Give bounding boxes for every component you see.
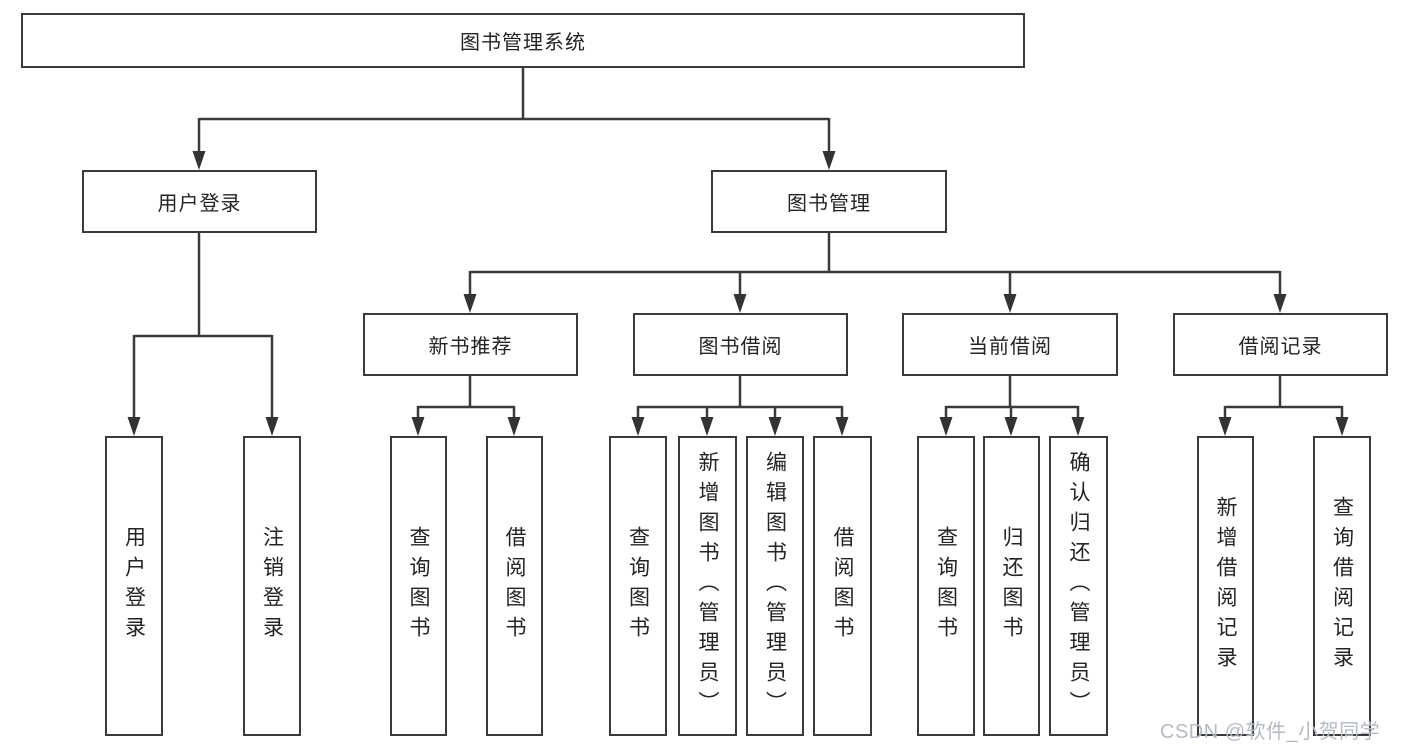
leaf-query-borrow-record: 查询借阅记录: [1313, 436, 1371, 736]
leaf-edit-book-admin-label: 编辑图书（管理员）: [763, 451, 787, 721]
leaf-logout-label: 注销登录: [260, 526, 284, 646]
node-book-management: 图书管理: [711, 170, 947, 233]
leaf-borrow-books-recommend-label: 借阅图书: [503, 526, 526, 646]
leaf-query-books-current-label: 查询图书: [934, 526, 958, 646]
leaf-user-login: 用户登录: [105, 436, 163, 736]
watermark: CSDN @软件_小贺同学: [1160, 721, 1381, 743]
leaf-query-books-recommend: 查询图书: [390, 436, 447, 736]
node-borrow-records: 借阅记录: [1173, 313, 1388, 376]
leaf-add-book-admin-label: 新增图书（管理员）: [696, 451, 719, 721]
leaf-add-borrow-record-label: 新增借阅记录: [1214, 496, 1237, 676]
leaf-query-books-borrow: 查询图书: [609, 436, 667, 736]
leaf-confirm-return-admin-label: 确认归还（管理员）: [1067, 451, 1090, 721]
leaf-query-borrow-record-label: 查询借阅记录: [1330, 496, 1354, 676]
leaf-edit-book-admin: 编辑图书（管理员）: [746, 436, 804, 736]
leaf-query-books-current: 查询图书: [917, 436, 975, 736]
leaf-user-login-label: 用户登录: [122, 526, 146, 646]
leaf-return-book-label: 归还图书: [1000, 526, 1023, 646]
tree-edges: [132, 68, 1344, 420]
leaf-logout: 注销登录: [243, 436, 301, 736]
node-book-borrow: 图书借阅: [633, 313, 848, 376]
leaf-borrow-books-label: 借阅图书: [831, 526, 854, 646]
node-user-login: 用户登录: [82, 170, 317, 233]
leaf-return-book: 归还图书: [983, 436, 1040, 736]
leaf-borrow-books-recommend: 借阅图书: [486, 436, 543, 736]
leaf-add-borrow-record: 新增借阅记录: [1197, 436, 1254, 736]
leaf-confirm-return-admin: 确认归还（管理员）: [1049, 436, 1108, 736]
leaf-query-books-recommend-label: 查询图书: [407, 526, 430, 646]
leaf-borrow-books: 借阅图书: [813, 436, 872, 736]
node-root: 图书管理系统: [21, 13, 1025, 68]
node-current-borrow: 当前借阅: [902, 313, 1118, 376]
leaf-add-book-admin: 新增图书（管理员）: [678, 436, 737, 736]
node-new-book-recommend: 新书推荐: [363, 313, 578, 376]
leaf-query-books-borrow-label: 查询图书: [626, 526, 650, 646]
